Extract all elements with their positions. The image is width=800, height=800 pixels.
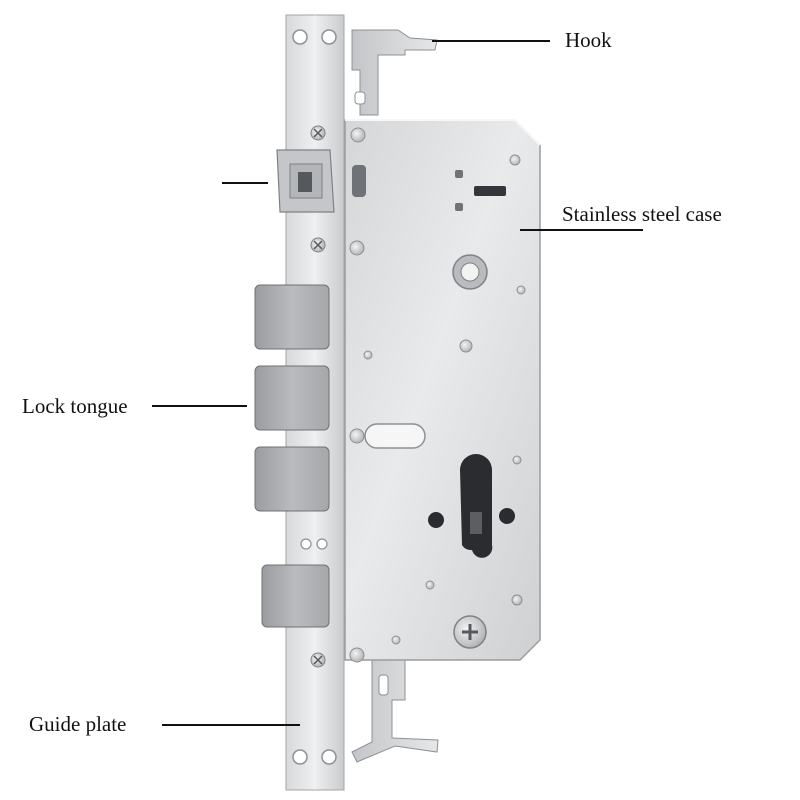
lock-tongues: [254, 284, 330, 628]
cylinder-cutout: [460, 454, 493, 558]
cutout-hole-right: [499, 508, 515, 524]
cutout-hole-left: [428, 512, 444, 528]
stainless-steel-case: [344, 119, 541, 663]
latch-bolt: [276, 149, 366, 213]
latch-slot: [474, 186, 506, 196]
guide-plate-label: Guide plate: [29, 712, 127, 736]
lock-tongue-3: [254, 446, 330, 512]
bottom-hook: [351, 657, 439, 763]
callout-leaders: [152, 40, 643, 726]
lock-tongue-label: Lock tongue: [22, 394, 128, 418]
plate-screws: [310, 125, 326, 668]
lock-tongue-4: [261, 564, 330, 628]
lock-tongue-2: [254, 365, 330, 431]
slide-slot: [364, 423, 426, 449]
top-hook: [351, 29, 438, 116]
case-rivets: [349, 127, 526, 663]
hook-label: Hook: [565, 28, 612, 52]
lock-tongue-1: [254, 284, 330, 350]
stainless-steel-case-label: Stainless steel case: [562, 202, 722, 226]
